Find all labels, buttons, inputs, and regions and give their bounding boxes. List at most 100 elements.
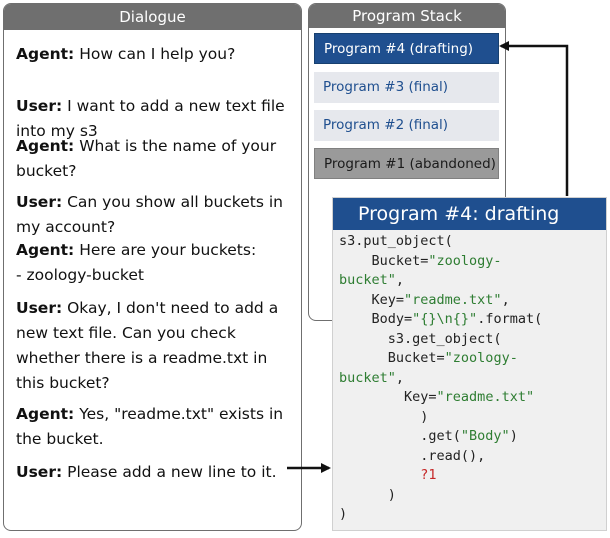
utterance-text: Okay, I don't need to add a xyxy=(67,299,279,317)
code-token: "zoology- xyxy=(428,252,502,269)
code-token: "zoology- xyxy=(444,350,518,366)
code-line: ) xyxy=(339,505,542,525)
code-token: s3.get_object( xyxy=(339,330,502,347)
code-line: .get("Body") xyxy=(339,427,542,447)
utterance-text: whether there is a readme.txt in xyxy=(16,349,268,367)
utterance-text: Yes, "readme.txt" exists in xyxy=(79,405,284,423)
code-line: Bucket="zoology- xyxy=(339,252,542,272)
dialogue-line: bucket? xyxy=(16,159,276,184)
utterance-text: How can I help you? xyxy=(79,45,236,63)
utterance-text: my account? xyxy=(16,218,116,236)
program-2-item[interactable]: Program #2 (final) xyxy=(314,110,499,141)
dialogue-line: into my s3 xyxy=(16,119,285,144)
dialogue-line: Agent: How can I help you? xyxy=(16,42,235,67)
code-line: Key="readme.txt" xyxy=(339,388,542,408)
code-token: ) xyxy=(509,428,518,444)
program-detail-panel: Program #4: drafting s3.put_object( Buck… xyxy=(332,197,607,531)
code-line: bucket", xyxy=(339,271,542,291)
dialogue-line: my account? xyxy=(16,215,283,240)
code-line: bucket", xyxy=(339,369,542,389)
code-token: s3.put_object( xyxy=(339,233,453,249)
code-token: Body= xyxy=(339,311,413,327)
dialogue-turn: Agent: Yes, "readme.txt" exists in the bu… xyxy=(16,402,283,452)
code-token: Bucket= xyxy=(339,252,429,269)
dialogue-line: Agent: Yes, "readme.txt" exists in xyxy=(16,402,283,427)
dialogue-turn: Agent: How can I help you? xyxy=(16,42,235,67)
code-line: Key="readme.txt", xyxy=(339,291,542,311)
code-token: ) xyxy=(339,408,429,425)
speaker-label: User: xyxy=(16,193,63,211)
speaker-label: Agent: xyxy=(16,241,75,259)
utterance-text: into my s3 xyxy=(16,122,98,140)
dialogue-line: - zoology-bucket xyxy=(16,263,256,288)
code-line: .read(), xyxy=(339,447,542,467)
speaker-label: User: xyxy=(16,97,63,115)
dialogue-line: new text file. Can you check xyxy=(16,321,278,346)
speaker-label: User: xyxy=(16,299,63,317)
utterance-text: this bucket? xyxy=(16,374,110,392)
speaker-label: Agent: xyxy=(16,137,75,155)
code-token: .get( xyxy=(339,428,461,444)
program-detail-title: Program #4: drafting xyxy=(333,198,606,230)
code-line: ) xyxy=(339,408,542,428)
utterance-text: Here are your buckets: xyxy=(79,241,257,259)
code-token: .read(), xyxy=(339,447,486,464)
code-token: Key= xyxy=(339,389,437,405)
code-token: Bucket= xyxy=(339,350,445,366)
program-stack-title: Program Stack xyxy=(309,4,505,28)
utterance-text: What is the name of your xyxy=(79,137,277,155)
code-token: "{}\n{}" xyxy=(412,311,478,327)
code-line: ?1 xyxy=(339,466,542,486)
dialogue-line: whether there is a readme.txt in xyxy=(16,346,278,371)
speaker-label: Agent: xyxy=(16,405,75,423)
dialogue-turn: User: Can you show all buckets in my acco… xyxy=(16,190,283,240)
code-line: s3.put_object( xyxy=(339,232,542,252)
code-token: .format( xyxy=(477,311,543,327)
code-token: , xyxy=(395,272,405,288)
utterance-text: new text file. Can you check xyxy=(16,324,236,342)
code-token: "Body" xyxy=(460,428,510,444)
code-token: , xyxy=(501,291,510,308)
code-token: Key= xyxy=(339,291,405,308)
dialogue-turn: User: Okay, I don't need to add a new tex… xyxy=(16,296,278,396)
code-token: ) xyxy=(339,486,396,503)
code-token: bucket" xyxy=(339,369,396,386)
dialogue-turn: User: I want to add a new text file into … xyxy=(16,94,285,144)
code-line: Bucket="zoology- xyxy=(339,349,542,369)
utterance-text: Please add a new line to it. xyxy=(67,463,277,481)
program-3-item[interactable]: Program #3 (final) xyxy=(314,72,499,103)
program-1-item[interactable]: Program #1 (abandoned) xyxy=(314,148,499,179)
code-line: ) xyxy=(339,486,542,506)
utterance-text: Can you show all buckets in xyxy=(67,193,283,211)
dialogue-turn: User: Please add a new line to it. xyxy=(16,460,277,485)
hole-token: ?1 xyxy=(339,467,437,483)
dialogue-line: User: Please add a new line to it. xyxy=(16,460,277,485)
detail-to-stack-arrow xyxy=(499,41,569,196)
speaker-label: User: xyxy=(16,463,63,481)
code-token: bucket" xyxy=(339,272,396,288)
dialogue-line: this bucket? xyxy=(16,371,278,396)
code-token: ) xyxy=(339,506,348,522)
dialogue-turn: Agent: Here are your buckets: - zoology-… xyxy=(16,238,256,288)
dialogue-line: Agent: Here are your buckets: xyxy=(16,238,256,263)
code-line: Body="{}\n{}".format( xyxy=(339,310,543,330)
dialogue-line: User: Can you show all buckets in xyxy=(16,190,283,215)
dialogue-line: User: I want to add a new text file xyxy=(16,94,285,119)
utterance-text: - zoology-bucket xyxy=(16,266,144,284)
code-line: s3.get_object( xyxy=(339,330,542,350)
dialogue-line: User: Okay, I don't need to add a xyxy=(16,296,278,321)
dialogue-title: Dialogue xyxy=(4,4,301,30)
speaker-label: Agent: xyxy=(16,45,75,63)
dialogue-panel: Dialogue Agent: How can I help you? User:… xyxy=(3,3,302,531)
dialogue-line: Agent: What is the name of your xyxy=(16,134,276,159)
dialogue-line: the bucket. xyxy=(16,427,283,452)
utterance-text: I want to add a new text file xyxy=(67,97,285,115)
code-token: , xyxy=(395,369,405,386)
code-token: "readme.txt" xyxy=(404,291,502,308)
program-code: s3.put_object( Bucket="zoology-bucket", … xyxy=(339,232,542,525)
program-4-item[interactable]: Program #4 (drafting) xyxy=(314,33,499,64)
utterance-text: the bucket. xyxy=(16,430,104,448)
utterance-text: bucket? xyxy=(16,162,77,180)
